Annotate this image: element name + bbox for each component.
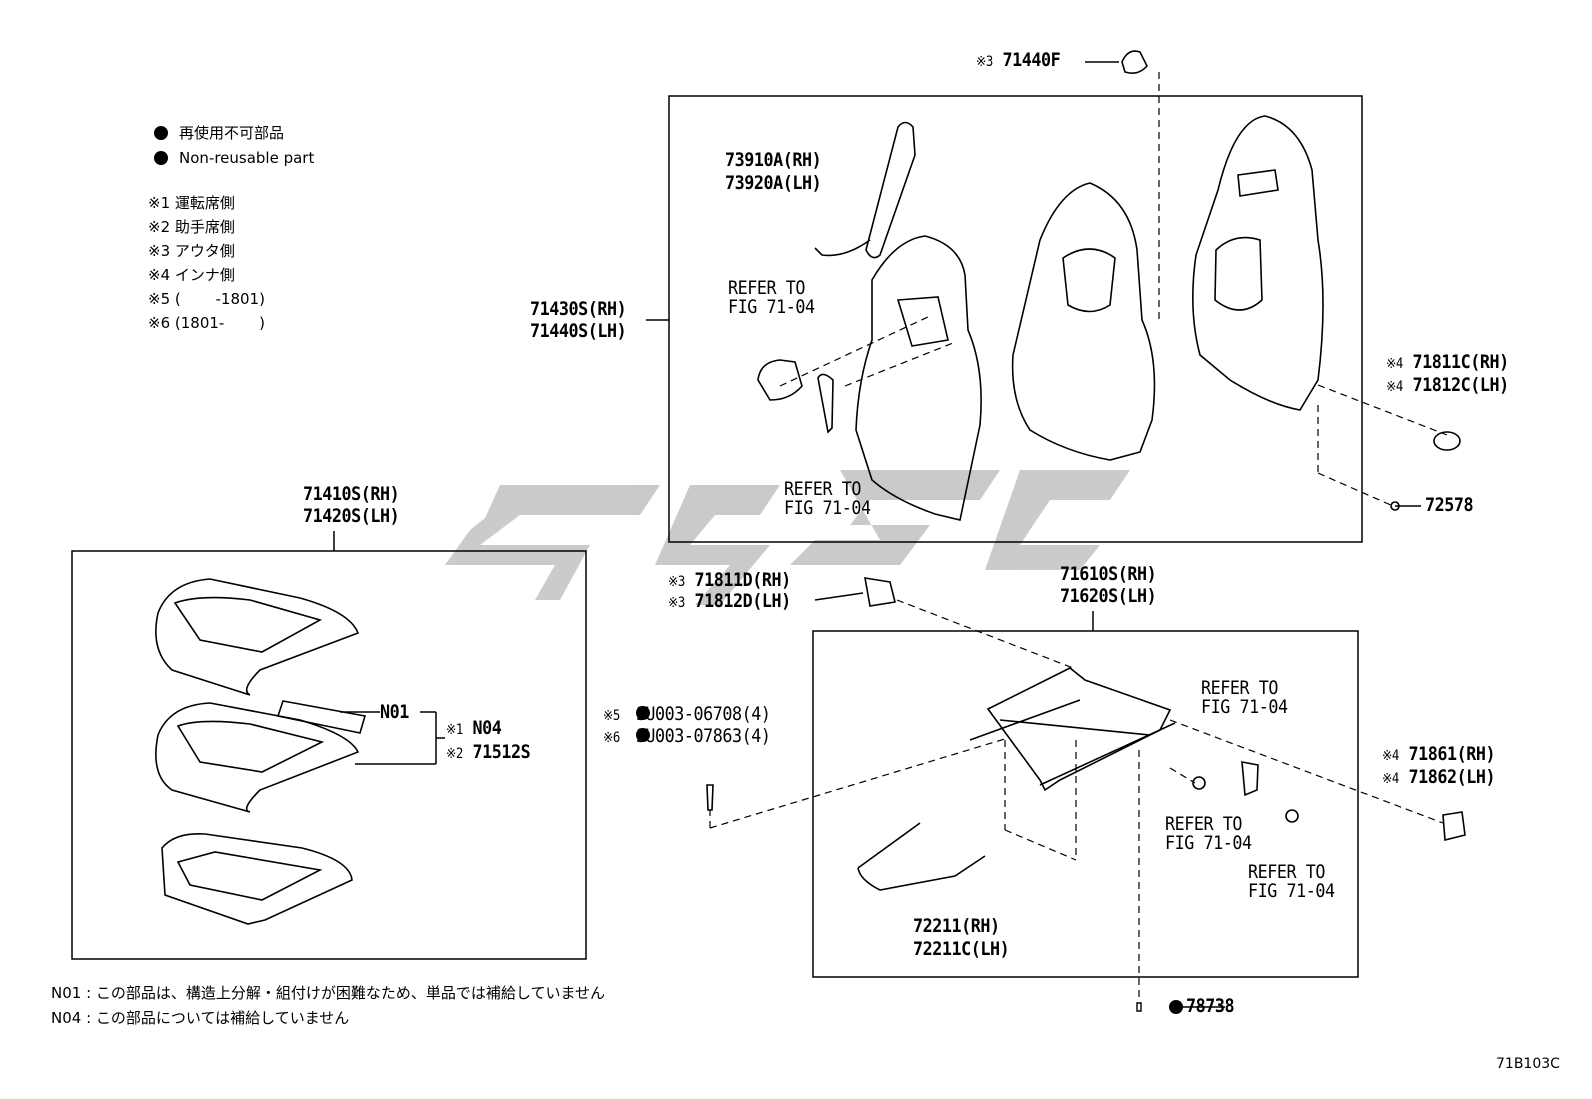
legend-note-3: ※3 アウタ側	[148, 242, 235, 260]
refer-4-line-1[interactable]: REFER TO	[1165, 813, 1243, 835]
refer-5-line-1[interactable]: REFER TO	[1248, 861, 1326, 883]
legend-en: Non-reusable part	[179, 149, 315, 167]
inner-cap	[1433, 431, 1461, 451]
legend-dot-en	[154, 151, 168, 165]
legend-dot-jp	[154, 126, 168, 140]
seatback-cover	[855, 235, 982, 521]
refer-3-line-1[interactable]: REFER TO	[1201, 677, 1279, 699]
label-n04[interactable]: ※1 N04	[446, 717, 502, 739]
fastener-78738	[1136, 1002, 1142, 1012]
refer-5-line-2[interactable]: FIG 71-04	[1248, 880, 1335, 902]
adjuster-group-frame	[812, 630, 1359, 978]
label-78738[interactable]: 78738	[1186, 995, 1235, 1017]
refer-3-line-2[interactable]: FIG 71-04	[1201, 696, 1288, 718]
belt-buckle	[1241, 761, 1259, 797]
legend-note-5: ※5 ( -1801)	[148, 290, 265, 308]
seat-cushion-cover	[155, 578, 360, 696]
label-71440s[interactable]: 71440S(LH)	[530, 320, 627, 342]
label-71861[interactable]: ※4 71861(RH)	[1382, 743, 1496, 765]
label-71410s[interactable]: 71410S(RH)	[303, 483, 400, 505]
outer-cap	[1121, 50, 1148, 74]
nut-b	[1285, 809, 1299, 823]
dot-su1	[636, 706, 650, 720]
legend-jp: 再使用不可部品	[179, 124, 285, 142]
label-71812c[interactable]: ※4 71812C(LH)	[1386, 374, 1509, 396]
adjuster-inner-cover	[1442, 811, 1466, 842]
label-72211[interactable]: 72211(RH)	[913, 915, 1000, 937]
legend-note-6: ※6 (1801- )	[148, 314, 265, 332]
label-71862[interactable]: ※4 71862(LH)	[1382, 766, 1496, 788]
headrest-guide-covers	[757, 359, 834, 434]
label-71512s[interactable]: ※2 71512S	[446, 741, 531, 763]
label-71430s[interactable]: 71430S(RH)	[530, 298, 627, 320]
refer-1-line-2[interactable]: FIG 71-04	[728, 296, 815, 318]
figure-code: 71B103C	[1496, 1056, 1560, 1072]
seatback-group-frame	[668, 95, 1363, 543]
label-71811d[interactable]: ※3 71811D(RH)	[668, 569, 791, 591]
seatback-frame	[1192, 115, 1324, 411]
nut-a	[1192, 776, 1206, 790]
label-72211c[interactable]: 72211C(LH)	[913, 938, 1010, 960]
label-71440f[interactable]: ※3 71440F	[976, 49, 1061, 71]
label-71620s[interactable]: 71620S(LH)	[1060, 585, 1157, 607]
label-71420s[interactable]: 71420S(LH)	[303, 505, 400, 527]
refer-1-line-1[interactable]: REFER TO	[728, 277, 806, 299]
dot-su2	[636, 728, 650, 742]
legend-note-4: ※4 インナ側	[148, 266, 235, 284]
label-72578[interactable]: 72578	[1425, 494, 1474, 516]
refer-4-line-2[interactable]: FIG 71-04	[1165, 832, 1252, 854]
footnote-n04: N04 : この部品については補給していません	[51, 1009, 350, 1027]
clip	[1390, 501, 1400, 511]
legend-note-2: ※2 助手席側	[148, 218, 235, 236]
seat-wire	[857, 822, 986, 891]
seat-cushion-pad	[155, 700, 367, 813]
seat-cushion-frame	[161, 832, 353, 925]
label-73910a[interactable]: 73910A(RH)	[725, 149, 822, 171]
cushion-group-frame	[71, 550, 587, 960]
label-71812d[interactable]: ※3 71812D(LH)	[668, 590, 791, 612]
label-71610s[interactable]: 71610S(RH)	[1060, 563, 1157, 585]
refer-2-line-1[interactable]: REFER TO	[784, 478, 862, 500]
label-n01[interactable]: N01	[380, 701, 409, 723]
refer-2-line-2[interactable]: FIG 71-04	[784, 497, 871, 519]
dot-78738	[1169, 1000, 1183, 1014]
side-airbag	[814, 121, 916, 259]
seat-adjuster	[969, 667, 1176, 792]
label-71811c[interactable]: ※4 71811C(RH)	[1386, 351, 1509, 373]
footnote-n01: N01 : この部品は、構造上分解・組付けが困難なため、単品では補給していません	[51, 984, 606, 1002]
label-73920a[interactable]: 73920A(LH)	[725, 172, 822, 194]
bolt	[706, 784, 714, 811]
seatback-pad	[1011, 182, 1156, 461]
legend-note-1: ※1 運転席側	[148, 194, 235, 212]
adjuster-outer-cover	[864, 577, 896, 607]
